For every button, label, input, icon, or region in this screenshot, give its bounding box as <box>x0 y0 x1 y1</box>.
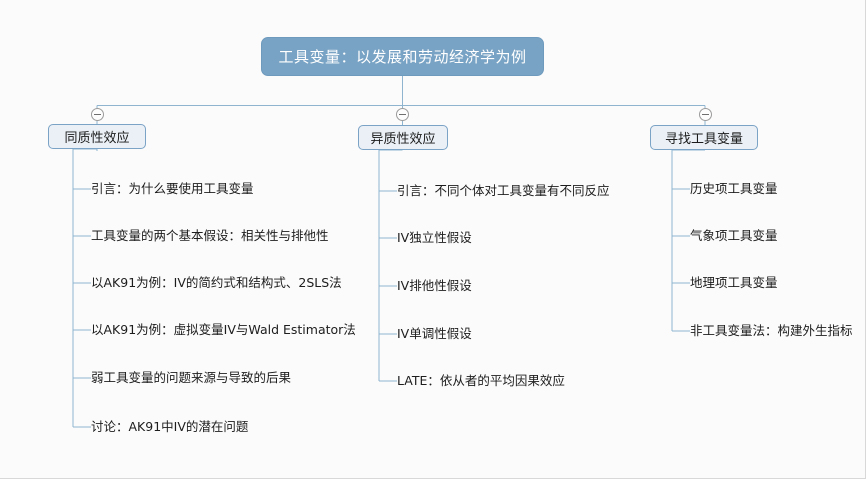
branch-node-label: 寻找工具变量 <box>664 132 743 147</box>
leaf-item[interactable]: 以AK91为例：IV的简约式和结构式、2SLS法 <box>91 275 342 290</box>
branch-node-finding-instruments[interactable]: 寻找工具变量 <box>650 125 758 150</box>
leaf-item[interactable]: 以AK91为例：虚拟变量IV与Wald Estimator法 <box>91 322 356 337</box>
root-node[interactable]: 工具变量：以发展和劳动经济学为例 <box>261 37 544 76</box>
collapse-minus-icon-branch-3[interactable] <box>698 108 712 121</box>
leaf-item[interactable]: 历史项工具变量 <box>690 181 778 196</box>
leaf-item[interactable]: IV独立性假设 <box>397 230 472 245</box>
leaf-item[interactable]: 气象项工具变量 <box>690 228 778 243</box>
branch-node-label: 异质性效应 <box>370 132 436 147</box>
leaf-item[interactable]: LATE：依从者的平均因果效应 <box>397 373 565 388</box>
branch-node-label: 同质性效应 <box>64 131 130 146</box>
leaf-item[interactable]: IV单调性假设 <box>397 326 472 341</box>
root-node-label: 工具变量：以发展和劳动经济学为例 <box>278 48 527 66</box>
leaf-item[interactable]: 讨论：AK91中IV的潜在问题 <box>91 419 249 434</box>
branch-node-heterogeneous-effect[interactable]: 异质性效应 <box>358 125 448 150</box>
branch-node-homogeneous-effect[interactable]: 同质性效应 <box>48 124 146 149</box>
leaf-item[interactable]: IV排他性假设 <box>397 278 472 293</box>
leaf-item[interactable]: 工具变量的两个基本假设：相关性与排他性 <box>91 228 329 243</box>
leaf-item[interactable]: 弱工具变量的问题来源与导致的后果 <box>91 370 292 385</box>
collapse-minus-icon-branch-2[interactable] <box>396 108 409 121</box>
leaf-item[interactable]: 引言：为什么要使用工具变量 <box>91 181 254 196</box>
leaf-item[interactable]: 引言：不同个体对工具变量有不同反应 <box>397 183 610 198</box>
collapse-minus-icon-branch-1[interactable] <box>90 108 104 121</box>
leaf-item[interactable]: 地理项工具变量 <box>690 275 778 290</box>
leaf-item[interactable]: 非工具变量法：构建外生指标 <box>690 323 853 338</box>
